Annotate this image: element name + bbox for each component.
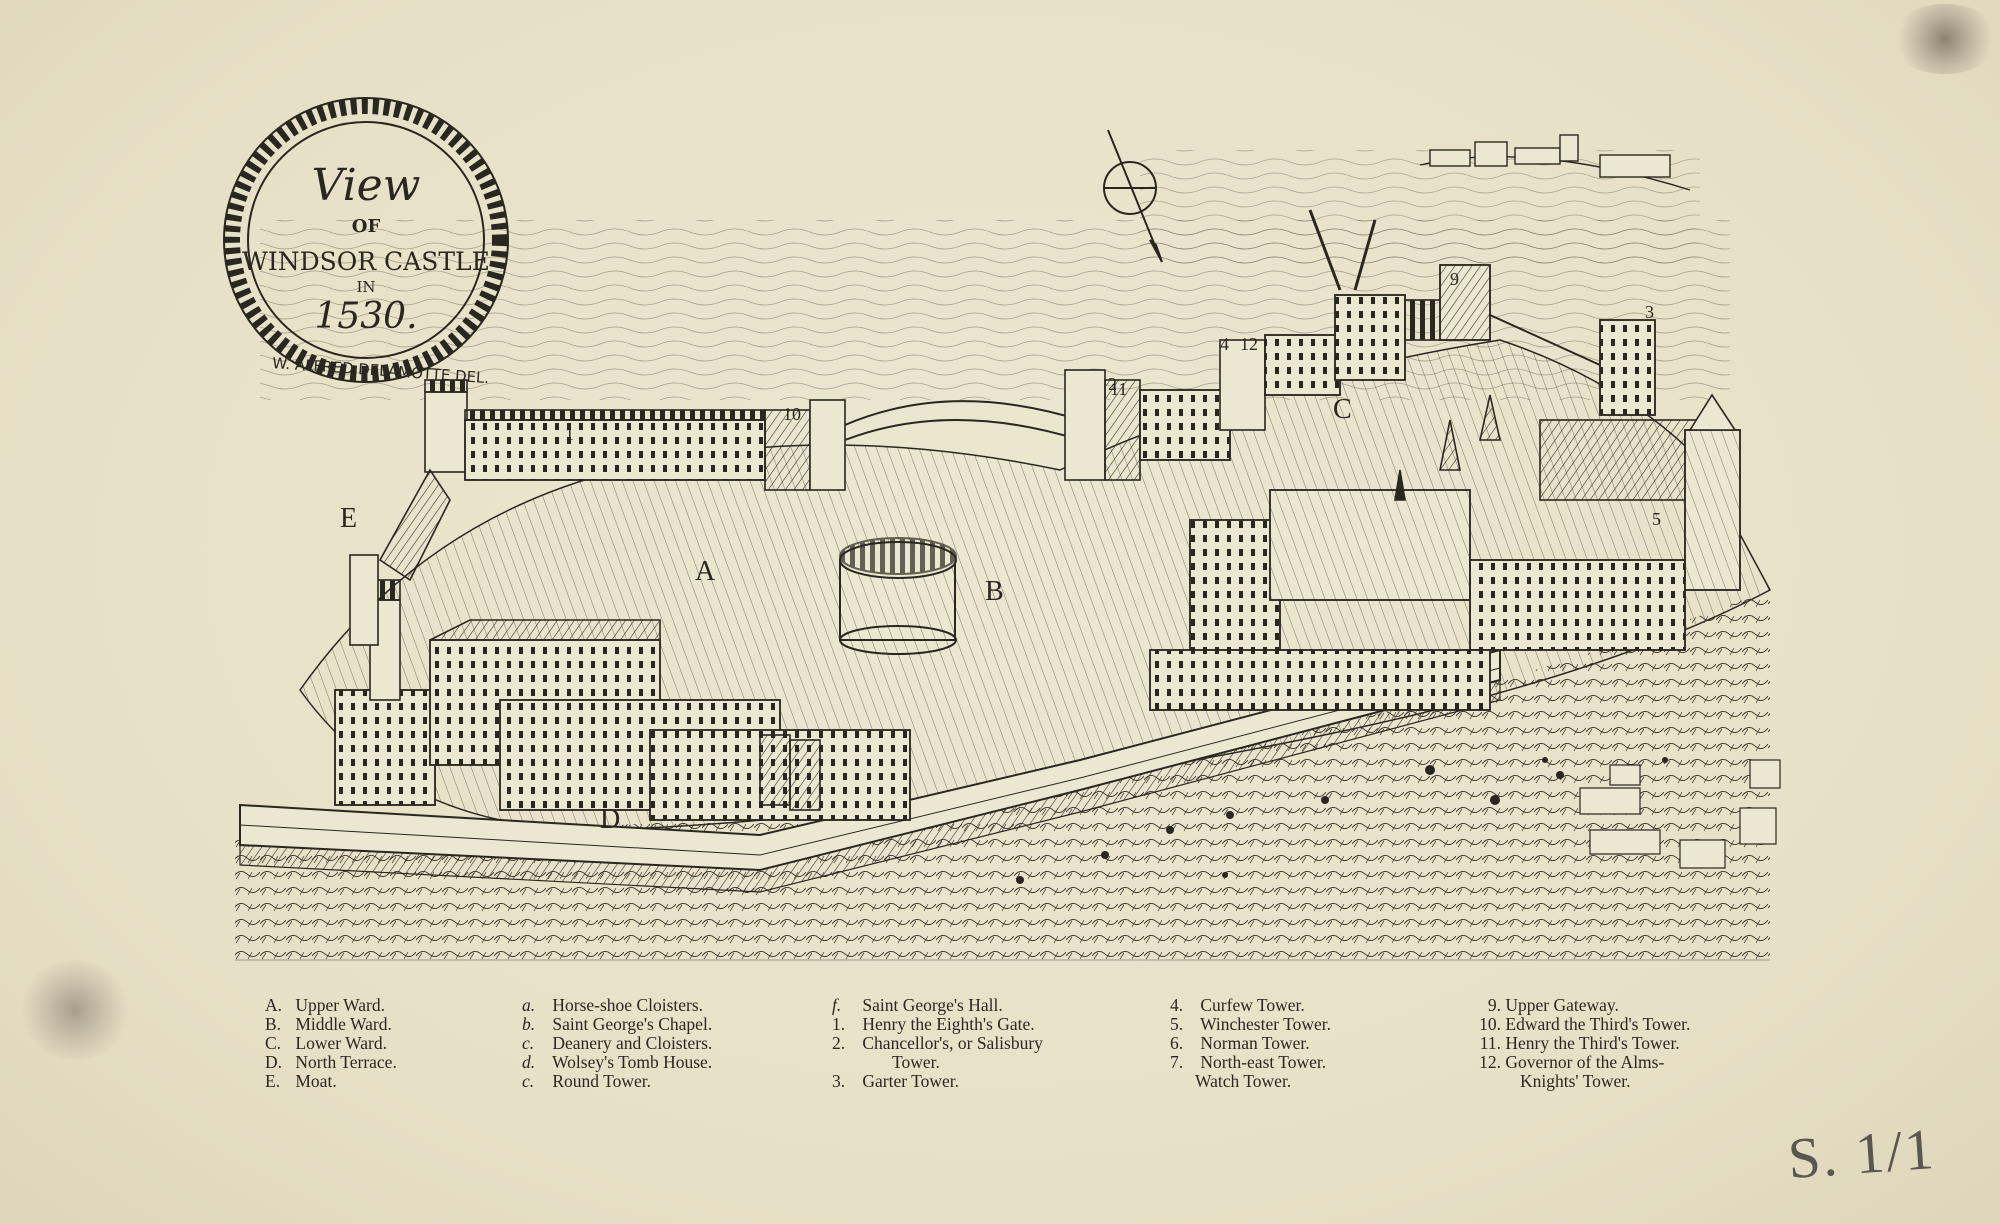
cartouche-title-view: View bbox=[312, 160, 421, 211]
distant-buildings bbox=[1419, 134, 1691, 191]
legend-item: D. North Terrace. bbox=[265, 1052, 397, 1072]
map-label-c: C bbox=[1333, 394, 1352, 425]
map-number-2: 2 bbox=[1108, 374, 1117, 394]
map-label-b: B bbox=[985, 576, 1004, 607]
legend-column-1: A. Upper Ward. B. Middle Ward. C. Lower … bbox=[265, 996, 397, 1091]
map-label-d: D bbox=[600, 804, 620, 835]
legend-item: 10. Edward the Third's Tower. bbox=[1479, 1014, 1691, 1034]
legend-item: 7. North-east Tower. bbox=[1170, 1052, 1327, 1072]
trees bbox=[1016, 757, 1668, 884]
ink-stain-left bbox=[20, 960, 130, 1060]
shelfmark: S. 1/1 bbox=[1785, 1115, 1938, 1192]
round-tower bbox=[839, 537, 957, 655]
map-number-11: 11 bbox=[1110, 379, 1127, 399]
legend-column-2: a. Horse-shoe Cloisters. b. Saint George… bbox=[522, 996, 712, 1091]
legend-column-3: f. Saint George's Hall. 1. Henry the Eig… bbox=[832, 996, 1043, 1091]
legend-item: E. Moat. bbox=[265, 1071, 337, 1091]
legend-item: 9. Upper Gateway. bbox=[1487, 995, 1619, 1015]
map-number-3: 3 bbox=[1645, 302, 1654, 322]
legend-item: 4. Curfew Tower. bbox=[1170, 995, 1305, 1015]
legend-item: 6. Norman Tower. bbox=[1170, 1033, 1310, 1053]
legend-item: Watch Tower. bbox=[1195, 1071, 1292, 1091]
cartouche-title-in: IN bbox=[356, 278, 375, 296]
legend: A. Upper Ward. B. Middle Ward. C. Lower … bbox=[0, 996, 2000, 1106]
map-label-e: E bbox=[340, 503, 357, 534]
cartouche-title-of: OF bbox=[352, 216, 381, 237]
lower-ward-buildings bbox=[334, 579, 911, 821]
legend-item: 12. Governor of the Alms- bbox=[1479, 1052, 1665, 1072]
map-number-12: 12 bbox=[1240, 334, 1258, 354]
map-label-a: A bbox=[695, 556, 716, 587]
legend-item: c. Round Tower. bbox=[522, 1071, 651, 1091]
map-number-9: 9 bbox=[1450, 269, 1459, 289]
cartouche-title-year: 1530. bbox=[314, 296, 417, 337]
village-buildings bbox=[1579, 759, 1781, 869]
legend-item: a. Horse-shoe Cloisters. bbox=[522, 995, 704, 1015]
legend-item: 1. Henry the Eighth's Gate. bbox=[832, 1014, 1035, 1034]
north-terrace-wall bbox=[239, 648, 1501, 893]
ink-stain-top-right bbox=[1890, 4, 2000, 74]
legend-item: 5. Winchester Tower. bbox=[1170, 1014, 1331, 1034]
legend-item: Knights' Tower. bbox=[1520, 1071, 1631, 1091]
legend-item: b. Saint George's Chapel. bbox=[522, 1014, 713, 1034]
map-number-1: 1 bbox=[565, 424, 574, 444]
legend-item: 11. Henry the Third's Tower. bbox=[1479, 1033, 1680, 1053]
map-number-4: 4 bbox=[1220, 334, 1229, 354]
legend-item: A. Upper Ward. bbox=[265, 995, 386, 1015]
legend-item: f. Saint George's Hall. bbox=[832, 995, 1003, 1015]
legend-item: B. Middle Ward. bbox=[265, 1014, 392, 1034]
wreath-cartouche: View OF WINDSOR CASTLE IN 1530. bbox=[223, 97, 509, 383]
legend-item: Tower. bbox=[892, 1052, 940, 1072]
legend-item: C. Lower Ward. bbox=[265, 1033, 387, 1053]
cartouche-title-windsor: WINDSOR CASTLE bbox=[242, 247, 490, 276]
map-number-10: 10 bbox=[783, 404, 801, 424]
legend-item: c. Deanery and Cloisters. bbox=[522, 1033, 713, 1053]
east-towers bbox=[1064, 209, 1656, 481]
legend-column-4: 4. Curfew Tower. 5. Winchester Tower. 6.… bbox=[1170, 996, 1331, 1091]
legend-item: d. Wolsey's Tomb House. bbox=[522, 1052, 713, 1072]
west-towers bbox=[349, 379, 468, 646]
legend-item: 3. Garter Tower. bbox=[832, 1071, 959, 1091]
legend-column-5: 9. Upper Gateway. 10. Edward the Third's… bbox=[1465, 996, 1690, 1091]
map-number-5: 5 bbox=[1652, 509, 1661, 529]
chapel-complex bbox=[1149, 393, 1741, 711]
north-range bbox=[464, 399, 1081, 491]
legend-item: 2. Chancellor's, or Salisbury bbox=[832, 1033, 1043, 1053]
compass-rose bbox=[1103, 129, 1163, 263]
